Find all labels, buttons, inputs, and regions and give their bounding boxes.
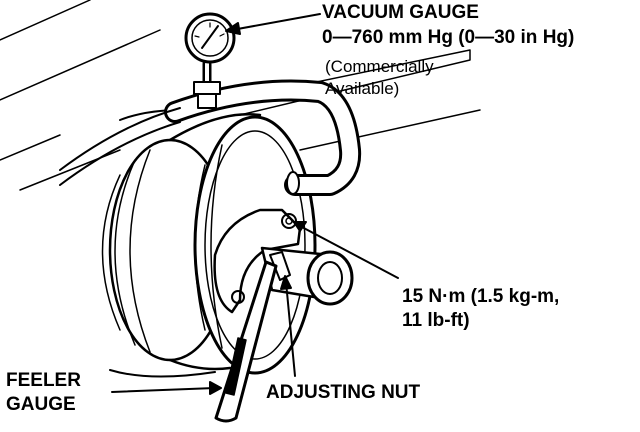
torque-spec-2: 11 lb-ft) bbox=[402, 310, 470, 331]
adjusting-nut-label: ADJUSTING NUT bbox=[266, 382, 421, 403]
vacuum-hose bbox=[59, 79, 362, 196]
feeler-gauge-label-1: FEELER bbox=[6, 370, 81, 391]
feeler-gauge-label-2: GAUGE bbox=[6, 394, 76, 415]
vacuum-gauge-label: VACUUM GAUGE bbox=[322, 2, 479, 23]
vacuum-gauge-note-2: Available) bbox=[325, 79, 400, 98]
feeler-gauge-tool bbox=[214, 260, 278, 423]
leader-lines bbox=[111, 13, 399, 395]
vacuum-gauge-range: 0—760 mm Hg (0—30 in Hg) bbox=[322, 27, 575, 48]
vacuum-gauge bbox=[184, 12, 236, 109]
master-cylinder-bracket bbox=[213, 208, 354, 314]
body-panel bbox=[0, 0, 481, 191]
vacuum-gauge-note-1: (Commercially bbox=[325, 57, 434, 76]
torque-spec-1: 15 N·m (1.5 kg-m, bbox=[402, 286, 560, 307]
